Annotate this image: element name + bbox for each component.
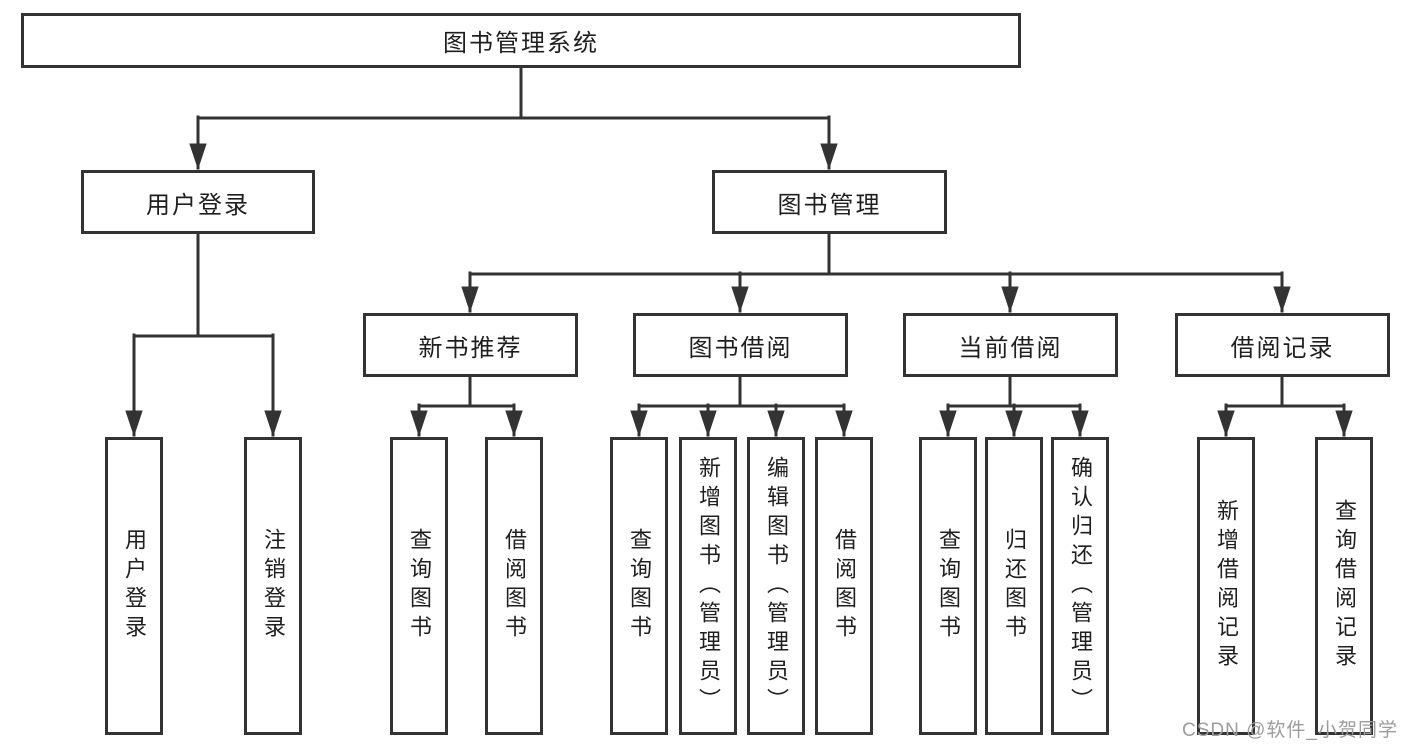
leaf-logout: 注销登录 [244, 437, 302, 735]
leaf-records-add-borrow-record: 新增借阅记录 [1197, 437, 1255, 735]
node-label: 图书管理系统 [443, 30, 599, 57]
node-label: 新书推荐 [418, 334, 523, 362]
node-user-login: 用户登录 [81, 170, 315, 234]
leaf-label: 注销登录 [261, 528, 286, 644]
node-label: 借阅记录 [1230, 334, 1335, 362]
leaf-label: 新增借阅记录 [1214, 499, 1239, 673]
node-new-book-recommend: 新书推荐 [363, 313, 578, 377]
leaf-label: 新增图书（管理员） [696, 455, 721, 717]
leaf-label: 归还图书 [1002, 528, 1027, 644]
leaf-label: 查询借阅记录 [1332, 499, 1357, 673]
leaf-borrowing-query-books: 查询图书 [610, 437, 668, 735]
leaf-records-query-borrow-record: 查询借阅记录 [1315, 437, 1373, 735]
leaf-label: 用户登录 [122, 528, 147, 644]
leaf-borrowing-edit-book-admin: 编辑图书（管理员） [747, 437, 805, 735]
leaf-label: 查询图书 [936, 528, 961, 644]
leaf-label: 编辑图书（管理员） [764, 455, 789, 717]
node-current-borrowing: 当前借阅 [903, 313, 1118, 377]
leaf-recommend-query-books: 查询图书 [390, 437, 448, 735]
leaf-current-return-book: 归还图书 [985, 437, 1043, 735]
leaf-label: 查询图书 [627, 528, 652, 644]
leaf-current-query-books: 查询图书 [919, 437, 977, 735]
node-label: 当前借阅 [958, 334, 1063, 362]
node-book-borrowing: 图书借阅 [633, 313, 848, 377]
node-label: 图书借阅 [688, 334, 793, 362]
leaf-label: 确认归还（管理员） [1068, 455, 1093, 717]
leaf-recommend-borrow-books: 借阅图书 [485, 437, 543, 735]
node-label: 图书管理 [777, 191, 882, 219]
leaf-user-login: 用户登录 [105, 437, 163, 735]
watermark: CSDN @软件_小贺同学 [1182, 720, 1398, 741]
node-book-management: 图书管理 [712, 170, 947, 234]
leaf-borrowing-borrow-book: 借阅图书 [815, 437, 873, 735]
leaf-current-confirm-return-admin: 确认归还（管理员） [1051, 437, 1109, 735]
leaf-label: 借阅图书 [832, 528, 857, 644]
leaf-label: 查询图书 [407, 528, 432, 644]
leaf-label: 借阅图书 [502, 528, 527, 644]
node-label: 用户登录 [146, 191, 250, 219]
node-library-management-system: 图书管理系统 [21, 13, 1021, 68]
leaf-borrowing-add-book-admin: 新增图书（管理员） [679, 437, 737, 735]
node-borrow-records: 借阅记录 [1175, 313, 1390, 377]
